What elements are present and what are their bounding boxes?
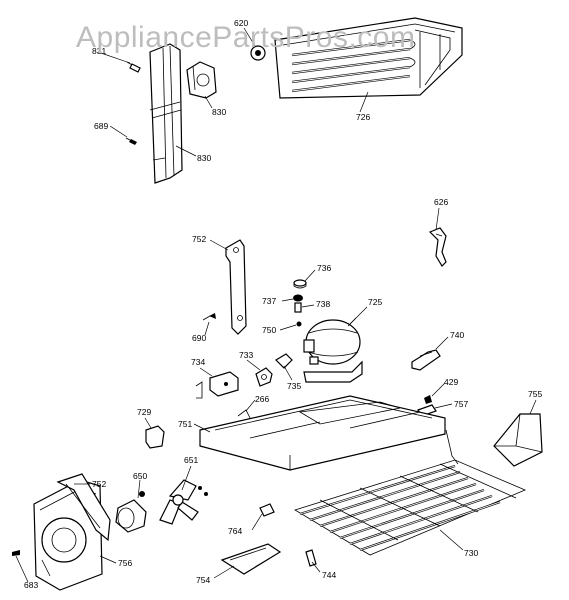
label-266: 266: [255, 394, 269, 404]
label-429: 429: [444, 377, 458, 387]
label-690: 690: [192, 333, 206, 343]
label-734: 734: [191, 357, 205, 367]
sleeve-738: [294, 302, 302, 313]
relay-cover-733: [255, 367, 273, 387]
condenser-730: [294, 429, 527, 556]
label-626: 626: [434, 197, 448, 207]
label-750: 750: [262, 325, 276, 335]
label-729: 729: [137, 407, 151, 417]
screw-690: [202, 313, 216, 321]
label-744: 744: [322, 570, 336, 580]
spacer-737: [293, 294, 303, 302]
bracket-830: [186, 61, 217, 99]
evaporator-726: [274, 17, 463, 99]
terminal-729: [145, 425, 165, 449]
label-651: 651: [184, 455, 198, 465]
label-725: 725: [368, 297, 382, 307]
bumper-620: [250, 45, 266, 61]
relay-735: [275, 353, 293, 369]
label-730: 730: [464, 548, 478, 558]
label-756: 756: [118, 558, 132, 568]
part-labels: 831 620 689 830 830 726 626 752 736 737 …: [24, 18, 542, 590]
label-830-panel: 830: [197, 153, 211, 163]
label-757: 757: [454, 399, 468, 409]
label-726: 726: [356, 112, 370, 122]
label-754: 754: [196, 575, 210, 585]
clamp-740: [411, 349, 441, 371]
screw-831: [126, 61, 141, 73]
fan-motor-650: [115, 491, 147, 533]
label-650: 650: [133, 471, 147, 481]
label-735: 735: [287, 381, 301, 391]
bracket-strap-752: [225, 239, 247, 335]
label-733: 733: [239, 350, 253, 360]
screw-689: [125, 137, 137, 145]
drain-tube-626: [428, 227, 447, 267]
grommet-736: [293, 279, 307, 289]
fan-blade-651: [159, 479, 208, 525]
bracket-755: [493, 413, 543, 467]
base-pan-751: [199, 395, 446, 471]
watermark: AppliancePartsPros.com: [76, 21, 415, 54]
screw-683: [12, 550, 20, 556]
drain-pan-754: [220, 543, 282, 575]
label-764: 764: [228, 526, 242, 536]
label-737: 737: [262, 296, 276, 306]
label-752-strap: 752: [192, 234, 206, 244]
compressor-725: [303, 317, 363, 383]
clip-750: [296, 321, 302, 327]
label-683: 683: [24, 580, 38, 590]
cabinet-panel-830: [149, 43, 183, 184]
label-738: 738: [316, 299, 330, 309]
screw-429: [424, 395, 432, 404]
leader-lines: [15, 27, 537, 583]
label-740: 740: [450, 330, 464, 340]
label-830-bracket: 830: [212, 107, 226, 117]
tube-744: [305, 549, 317, 567]
label-736: 736: [317, 263, 331, 273]
overload-734: [195, 371, 239, 399]
label-751: 751: [178, 419, 192, 429]
label-620: 620: [234, 18, 248, 28]
label-755: 755: [528, 389, 542, 399]
label-689: 689: [94, 121, 108, 131]
fan-bracket-752: [56, 473, 111, 542]
clip-764: [259, 503, 275, 517]
label-831: 831: [92, 46, 106, 56]
label-752-fan: 752: [92, 479, 106, 489]
